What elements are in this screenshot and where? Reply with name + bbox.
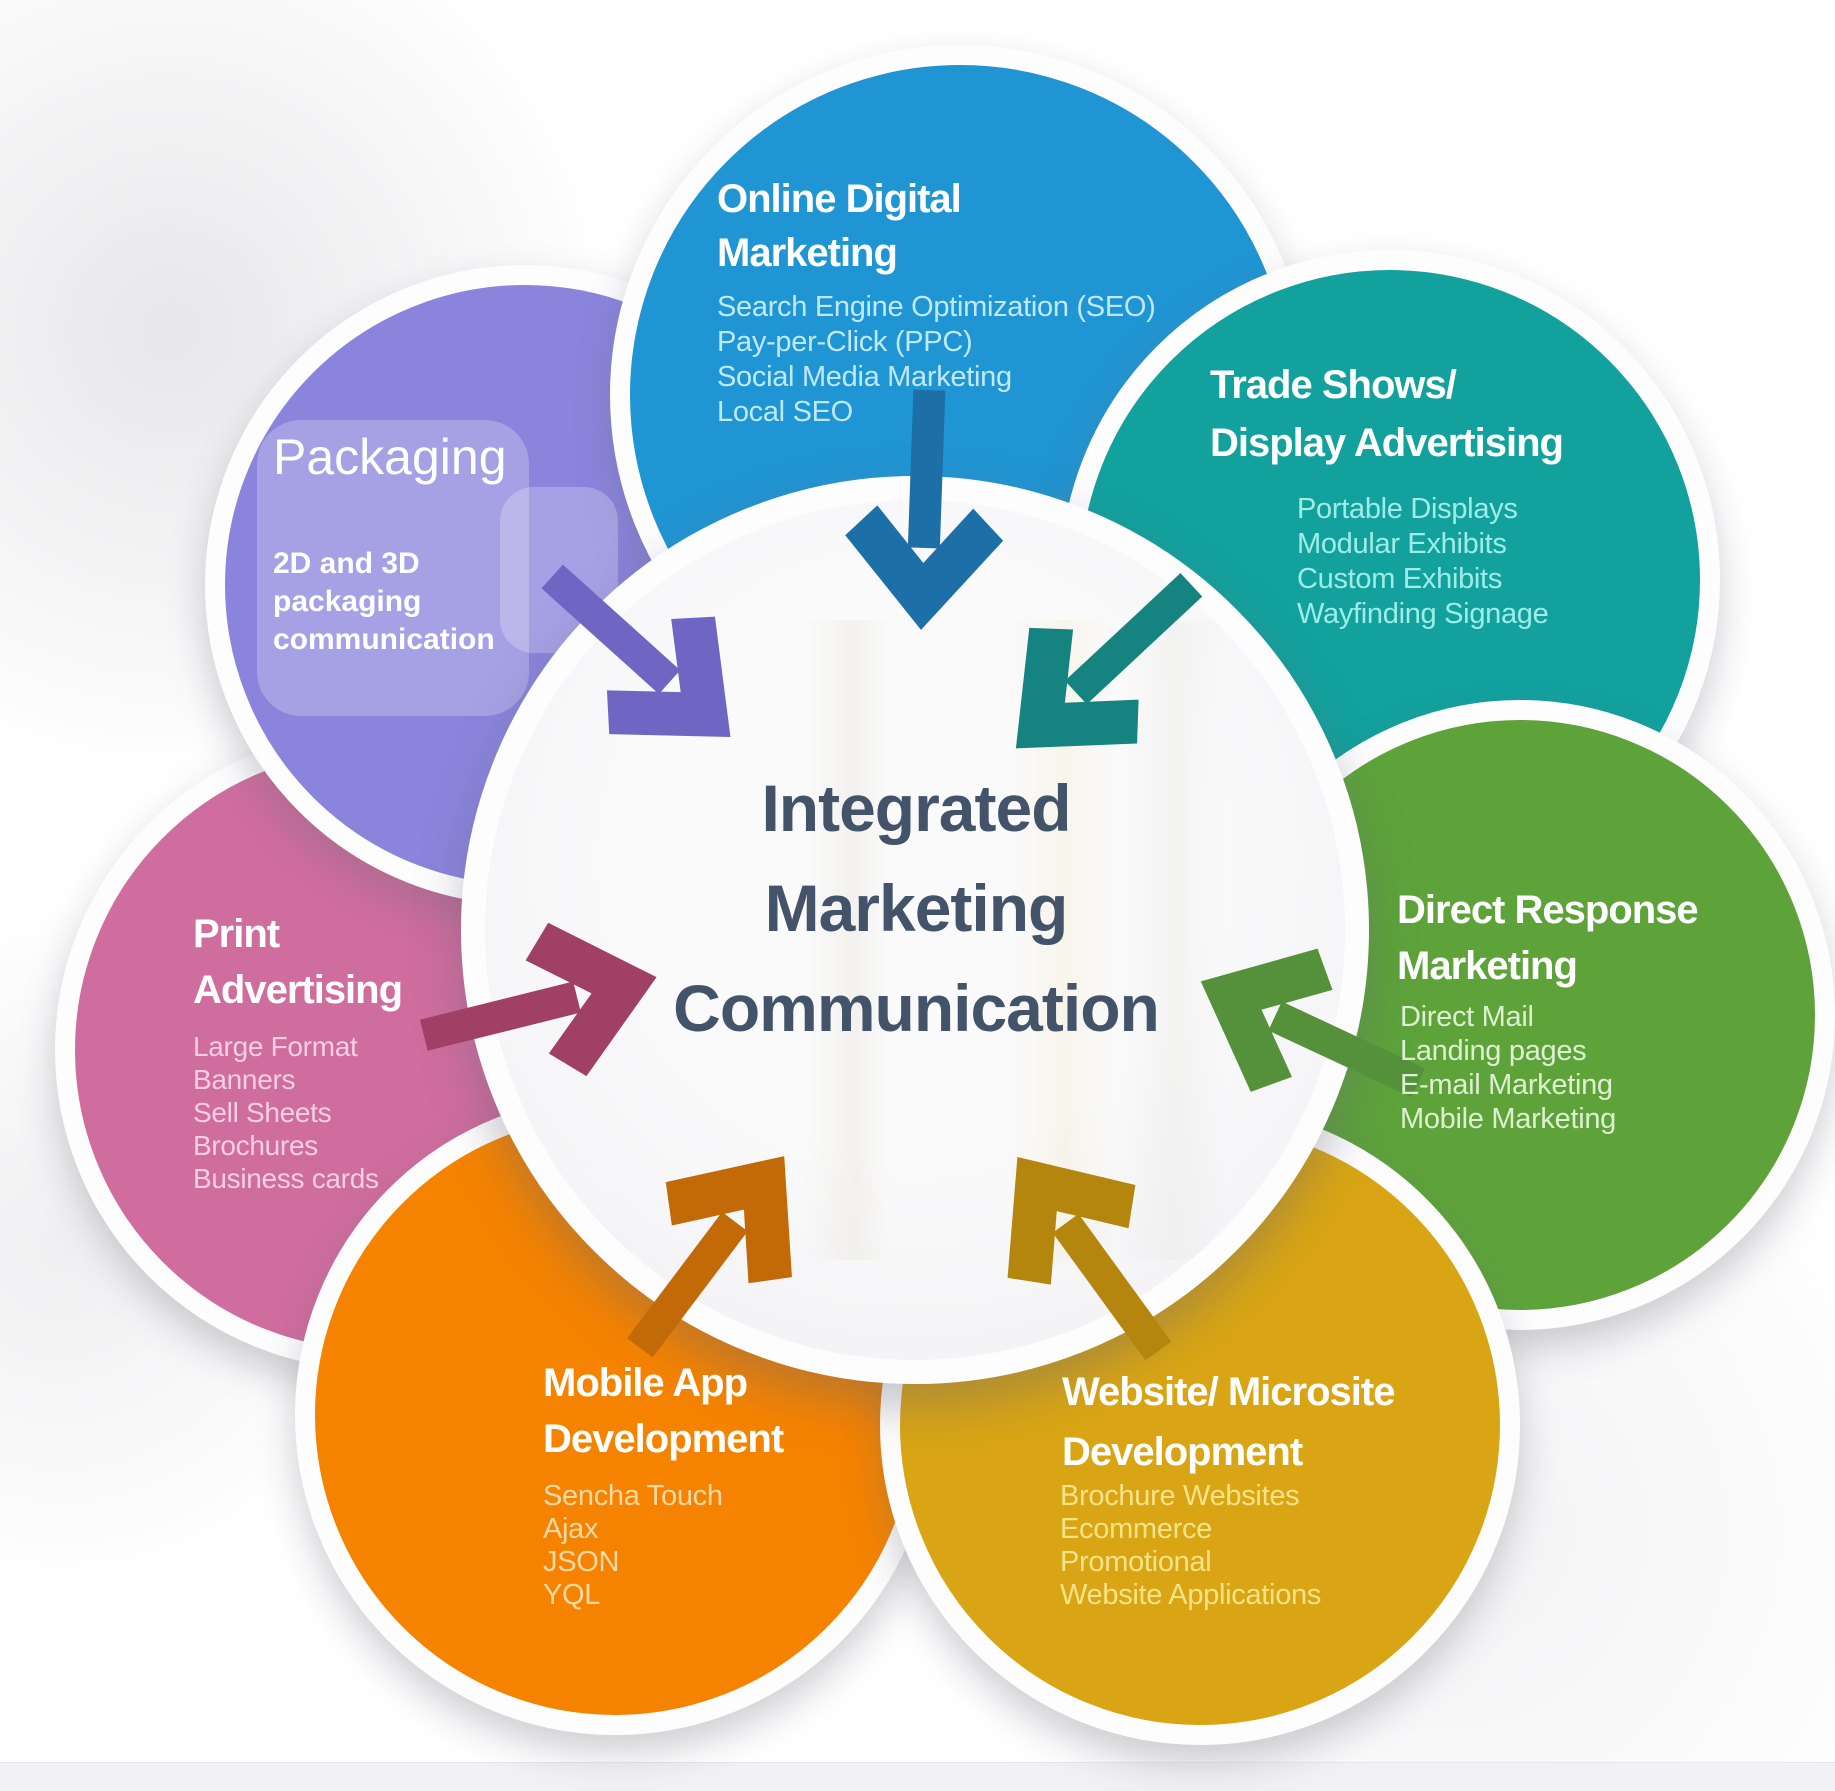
list-item: Direct Mail	[1400, 1001, 1534, 1033]
packaging-title: Packaging	[273, 429, 507, 485]
arrow-up-right-icon	[572, 1097, 858, 1399]
packaging-bubble	[257, 420, 529, 716]
list-item: Custom Exhibits	[1297, 563, 1503, 595]
list-item: Business cards	[193, 1163, 379, 1194]
list-item: Portable Displays	[1297, 493, 1518, 525]
list-item: Banners	[193, 1064, 296, 1095]
title-website-microsite-development: Website/ Microsite Development	[1062, 1370, 1395, 1474]
arrow-down-icon	[836, 387, 1015, 643]
list-item: YQL	[543, 1579, 601, 1611]
list-item: JSON	[543, 1546, 620, 1578]
title-mobile-app-development: Mobile App Development	[543, 1361, 784, 1461]
list-item: Social Media Marketing	[717, 361, 1012, 393]
list-item: Modular Exhibits	[1297, 528, 1507, 560]
list-item: Mobile Marketing	[1400, 1103, 1617, 1135]
list-item: Brochures	[193, 1130, 318, 1161]
list-item: Wayfinding Signage	[1297, 598, 1549, 630]
list-item: Brochure Websites	[1060, 1480, 1300, 1512]
list-item: E-mail Marketing	[1400, 1069, 1613, 1101]
list-item: Ajax	[543, 1513, 599, 1545]
list-item: Sell Sheets	[193, 1097, 332, 1128]
footer-band	[0, 1762, 1835, 1791]
arrow-up-left-icon	[943, 1099, 1227, 1401]
list-item: Local SEO	[717, 396, 853, 428]
title-online-digital-marketing: Online Digital Marketing	[717, 177, 962, 275]
title-print-advertising: Print Advertising	[193, 912, 403, 1012]
arrow-left-icon	[1156, 900, 1454, 1160]
title-trade-shows-display-advertising: Trade Shows/ Display Advertising	[1210, 363, 1564, 465]
hub-watermark	[805, 620, 1225, 1260]
arrow-down-right-icon	[495, 513, 795, 807]
list-item: Pay-per-Click (PPC)	[717, 326, 973, 358]
arrow-right-icon	[403, 892, 687, 1117]
packaging-description: 2D and 3D packaging communication	[273, 547, 495, 656]
list-online-digital-marketing: Search Engine Optimization (SEO)Pay-per-…	[717, 290, 1156, 430]
list-item: Search Engine Optimization (SEO)	[717, 291, 1156, 323]
arrow-down-left-icon	[951, 523, 1250, 818]
list-item: Landing pages	[1400, 1035, 1587, 1067]
list-item: Ecommerce	[1060, 1513, 1212, 1545]
central-title: Integrated Marketing Communication	[673, 771, 1160, 1045]
list-item: Large Format	[193, 1031, 358, 1062]
list-item: Promotional	[1060, 1546, 1212, 1578]
title-direct-response-marketing: Direct Response Marketing	[1397, 888, 1699, 988]
list-item: Website Applications	[1060, 1579, 1322, 1611]
list-item: Sencha Touch	[543, 1480, 723, 1512]
